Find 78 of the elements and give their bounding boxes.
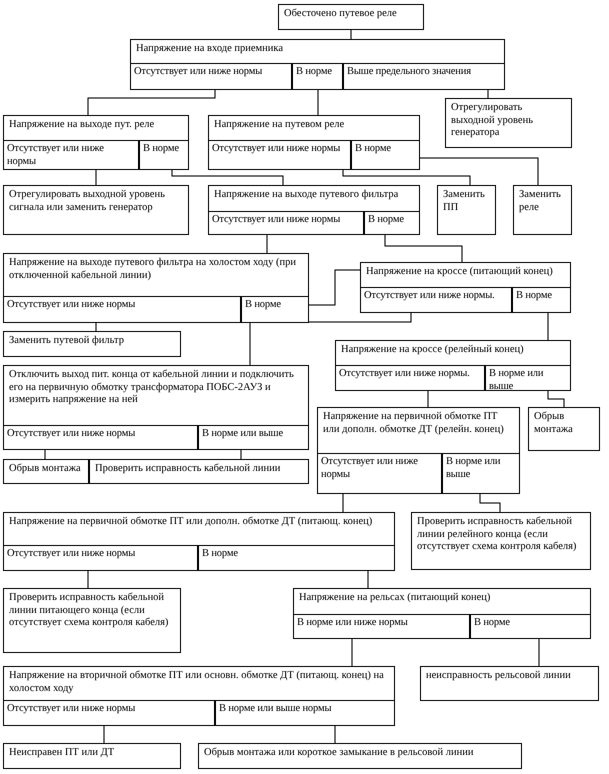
connector-line [266, 234, 268, 254]
question-text: Напряжение на вторичной обмотке ПТ или основн. обмотке ДТ (питающ. конец) на холостом ходу [9, 670, 385, 696]
answer-cell: Отсутствует или ниже нормы. [360, 287, 512, 313]
question-box [3, 253, 309, 323]
question-text: Напряжение на кроссе (питающий конец) [366, 266, 554, 279]
question-text: Напряжение на первичной обмотке ПТ или дополн. обмотке ДТ (питающ. конец) [9, 516, 374, 529]
question-text: Напряжение на выходе пут. реле [9, 119, 156, 132]
answer-cell: В норме или ниже нормы [293, 614, 470, 639]
answer-cell: Отсутствует или ниже нормы [3, 425, 198, 450]
answer-cell: Отсутствует или ниже нормы [3, 140, 139, 170]
question-text: Напряжение на рельсах (питающий конец) [299, 592, 492, 605]
answer-cell: В норме [198, 545, 395, 571]
question-box [3, 512, 395, 571]
answer-cell: В норме [512, 287, 571, 313]
question-box [3, 666, 395, 726]
question-box [3, 115, 189, 170]
connector-line [420, 158, 538, 186]
answer-cell: Отсутствует или ниже нормы [3, 296, 241, 323]
question-box [208, 115, 420, 170]
answer-cell: В норме [241, 296, 309, 323]
text-box: Обрыв монтажа [528, 407, 600, 451]
answer-cell: В норме [351, 140, 420, 170]
question-box [335, 340, 571, 391]
text-box: Заменить ПП [437, 185, 496, 235]
answer-cell: В норме [364, 211, 420, 235]
answer-cell: Отсутствует или ниже нормы. [335, 365, 485, 391]
connector-line [350, 30, 352, 40]
connector-line [538, 638, 540, 666]
text-box: Заменить реле [513, 185, 572, 235]
connector-line [172, 170, 284, 186]
question-box [293, 588, 591, 639]
answer-cell: В норме или выше [198, 425, 309, 450]
question-box [317, 407, 520, 494]
answer-cell: В норме [470, 614, 591, 639]
connector-line [44, 450, 46, 460]
answer-cell: В норме [139, 140, 189, 170]
question-box [130, 39, 505, 90]
connector-line [480, 494, 500, 512]
connector-line [88, 90, 216, 116]
text-box: Обрыв монтажа или короткое замыкание в рельсовой линии [198, 743, 522, 769]
answer-cell: В норме или выше [485, 365, 571, 391]
text-box: неисправность рельсовой линии [420, 666, 599, 701]
connector-line [342, 170, 470, 186]
answer-cell: В норме [292, 63, 343, 90]
connector-line [308, 270, 360, 306]
text-box: Отрегулировать выходной уровень сигнала или заменить генератор [3, 185, 189, 235]
question-text: Напряжение на выходе путевого фильтра [214, 189, 400, 202]
question-text: Напряжение на входе приемника [136, 43, 284, 56]
text-box: Заменить путевой фильтр [3, 331, 181, 357]
answer-cell: В норме или выше нормы [215, 700, 395, 726]
question-box [360, 262, 571, 313]
answer-cell: Отсутствует или ниже нормы [208, 140, 351, 170]
answer-cell: В норме или выше [442, 453, 520, 494]
text-box: Обесточено путевое реле [278, 4, 424, 30]
text-box: Неисправен ПТ или ДТ [3, 743, 181, 769]
answer-cell: Отсутствует или ниже нормы [3, 700, 215, 726]
text-box: Проверить исправность кабельной линии питающего конца (если отсутствует схема контроля кабеля) [3, 588, 181, 653]
question-text: Напряжение на первичной обмотке ПТ или дополн. обмотке ДТ (релейн. конец) [323, 411, 505, 436]
question-box [3, 365, 309, 450]
answer-cell: Отсутствует или ниже нормы [130, 63, 292, 90]
text-box: Проверить исправность кабельной линии релейного конца (если отсутствует схема контроля кабеля) [411, 512, 591, 570]
question-text: Напряжение на кроссе (релейный конец) [341, 344, 525, 357]
question-text: Напряжение на путевом реле [214, 119, 346, 132]
text-box: Проверить исправность кабельной линии [89, 459, 309, 484]
connector-line [384, 234, 462, 262]
answer-cell: Отсутствует или ниже нормы [317, 453, 442, 494]
connector-line [342, 494, 344, 512]
connector-line [240, 450, 242, 460]
answer-cell: Отсутствует или ниже нормы [3, 545, 198, 571]
connector-line [334, 726, 336, 744]
question-box [208, 185, 420, 235]
answer-cell: Выше предельного значения [343, 63, 505, 90]
question-text: Напряжение на выходе путевого фильтра на холостом ходу (при отключенной кабельной линии) [9, 257, 297, 282]
answer-cell: Отсутствует или ниже нормы [208, 211, 364, 235]
text-box: Обрыв монтажа [3, 459, 89, 484]
question-text: Отключить выход пит. конца от кабельной линии и подключить его на первичную обмотку трансформатора ПОБС-2АУЗ и измерить напряжение на ней [9, 369, 295, 407]
text-box: Отрегулировать выходной уровень генератора [445, 98, 572, 148]
connector-line [548, 390, 564, 408]
